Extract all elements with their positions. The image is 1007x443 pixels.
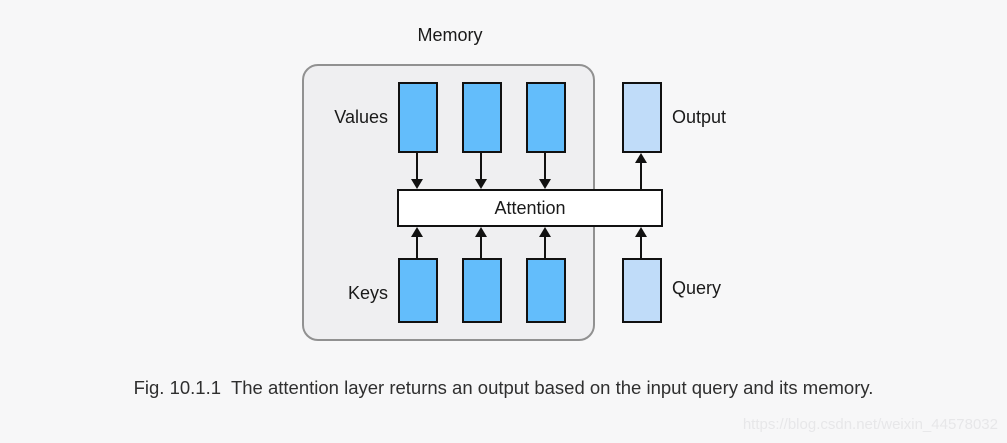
arrow-shaft [544,153,546,180]
key-box-3 [526,258,566,323]
key1-to-attention-arrow [411,227,423,258]
arrow-up-icon [635,227,647,237]
arrow-down-icon [411,179,423,189]
arrow-up-icon [539,227,551,237]
output-label: Output [672,107,727,127]
arrow-down-icon [475,179,487,189]
key3-to-attention-arrow [539,227,551,258]
value3-to-attention-arrow [539,153,551,189]
value-box-2 [462,82,502,153]
values-label: Values [334,107,388,127]
output-box [622,82,662,153]
memory-label: Memory [417,25,483,45]
value2-to-attention-arrow [475,153,487,189]
arrow-up-icon [475,227,487,237]
arrow-shaft [416,236,418,258]
key-box-2 [462,258,502,323]
arrow-shaft [416,153,418,180]
query-box [622,258,662,323]
key2-to-attention-arrow [475,227,487,258]
value1-to-attention-arrow [411,153,423,189]
figure-caption: Fig. 10.1.1 The attention layer returns … [133,377,874,398]
key-box-1 [398,258,438,323]
query-to-attention-arrow [635,227,647,258]
arrow-down-icon [539,179,551,189]
attention-box: Attention [397,189,663,227]
arrow-shaft [544,236,546,258]
arrow-shaft [640,236,642,258]
csdn-watermark: https://blog.csdn.net/weixin_44578032 [742,416,998,433]
arrow-shaft [480,236,482,258]
keys-label: Keys [347,283,388,303]
arrow-up-icon [635,153,647,163]
value-box-3 [526,82,566,153]
arrow-shaft [640,162,642,189]
query-label: Query [672,278,722,298]
arrow-up-icon [411,227,423,237]
value-box-1 [398,82,438,153]
arrow-shaft [480,153,482,180]
attention-to-output-arrow [635,153,647,189]
